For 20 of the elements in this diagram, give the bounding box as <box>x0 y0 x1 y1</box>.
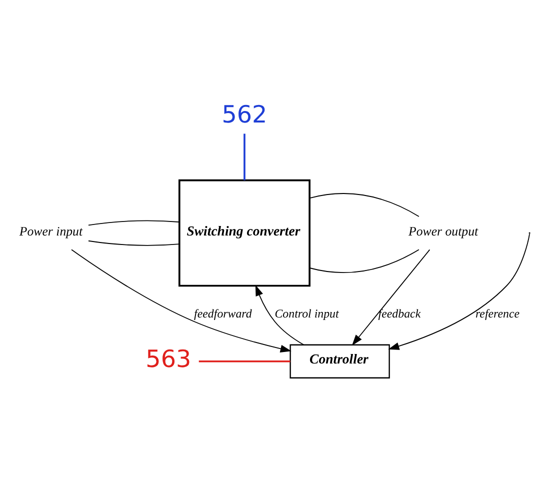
node-box: Switching converter <box>178 179 310 287</box>
connector <box>88 240 180 246</box>
connector <box>309 249 420 273</box>
connector <box>309 193 420 217</box>
arrow <box>71 249 292 352</box>
connector <box>244 134 246 180</box>
edge-label: feedback <box>378 306 421 320</box>
edge-label: reference <box>475 306 520 320</box>
edge-label: feedforward <box>194 306 252 320</box>
node-text: 562 <box>222 100 268 128</box>
node-box: Controller <box>290 344 390 378</box>
arrow <box>388 234 530 350</box>
node-text: Power output <box>408 224 478 239</box>
edge-label: Control input <box>274 306 339 320</box>
connector <box>88 220 180 226</box>
node-text: 563 <box>146 345 192 374</box>
arrow <box>352 249 430 346</box>
arrow <box>255 284 304 346</box>
connector <box>198 360 290 362</box>
node-text: Power input <box>19 224 83 239</box>
